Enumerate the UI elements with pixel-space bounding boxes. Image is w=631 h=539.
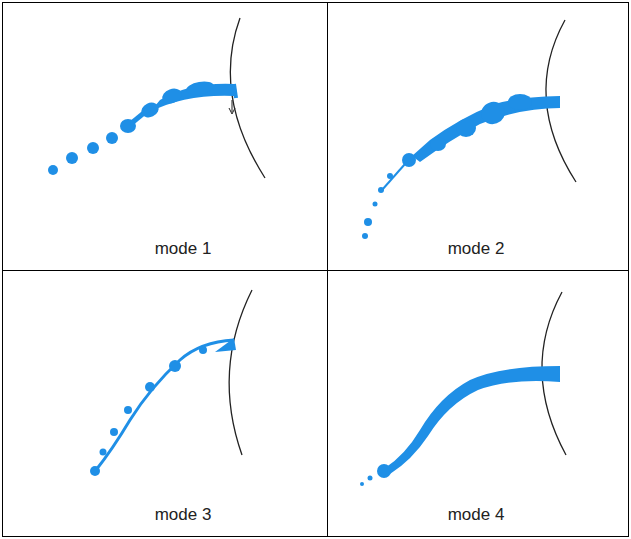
jet-drop [199,346,207,354]
jet-bulge [508,94,532,110]
jet-ligament [382,164,405,190]
jet-drop [373,202,378,207]
nozzle-arc [229,290,252,455]
jet-drop [48,165,58,175]
jet-ligament [412,96,560,162]
mode-label: mode 3 [155,505,212,525]
nozzle-arc [230,18,265,178]
jet-drop [90,466,100,476]
jet-drop [360,482,364,486]
jet-bulge [456,119,476,137]
jet-ligament [385,366,560,474]
jet-drop [87,142,99,154]
jet-drop [368,476,373,481]
jet-drop [120,119,136,133]
jet-bulge [430,137,446,151]
jets [48,80,560,486]
jet-ligament [96,340,234,470]
mode-panel: mode 4 [327,270,629,537]
jet-drop [362,233,368,239]
mode-label: mode 4 [448,505,505,525]
nozzle-arcs [229,18,576,455]
jet-drop [169,360,181,372]
jet-drop [377,464,391,478]
mode-label: mode 1 [155,239,212,259]
jet-drop [124,406,132,414]
jet-root [234,84,236,98]
jet-root [215,338,236,352]
jet-bulge [185,80,215,97]
mode-panel: mode 3 [2,270,328,537]
mode-panel: mode 2 [327,2,629,271]
jet-drop [145,382,155,392]
mode-label: mode 2 [448,239,505,259]
jet-drop [106,132,118,144]
jet-drop [378,187,384,193]
jet-drop [66,152,78,164]
jet-drop [364,218,372,226]
flow-mark [229,100,235,114]
jet-drop [100,449,107,456]
jet-bulge [160,86,184,106]
jet-drop [387,173,393,179]
jet-bulge [478,99,508,128]
jet-drop [110,428,118,436]
mode-panel: mode 1 [2,2,328,271]
